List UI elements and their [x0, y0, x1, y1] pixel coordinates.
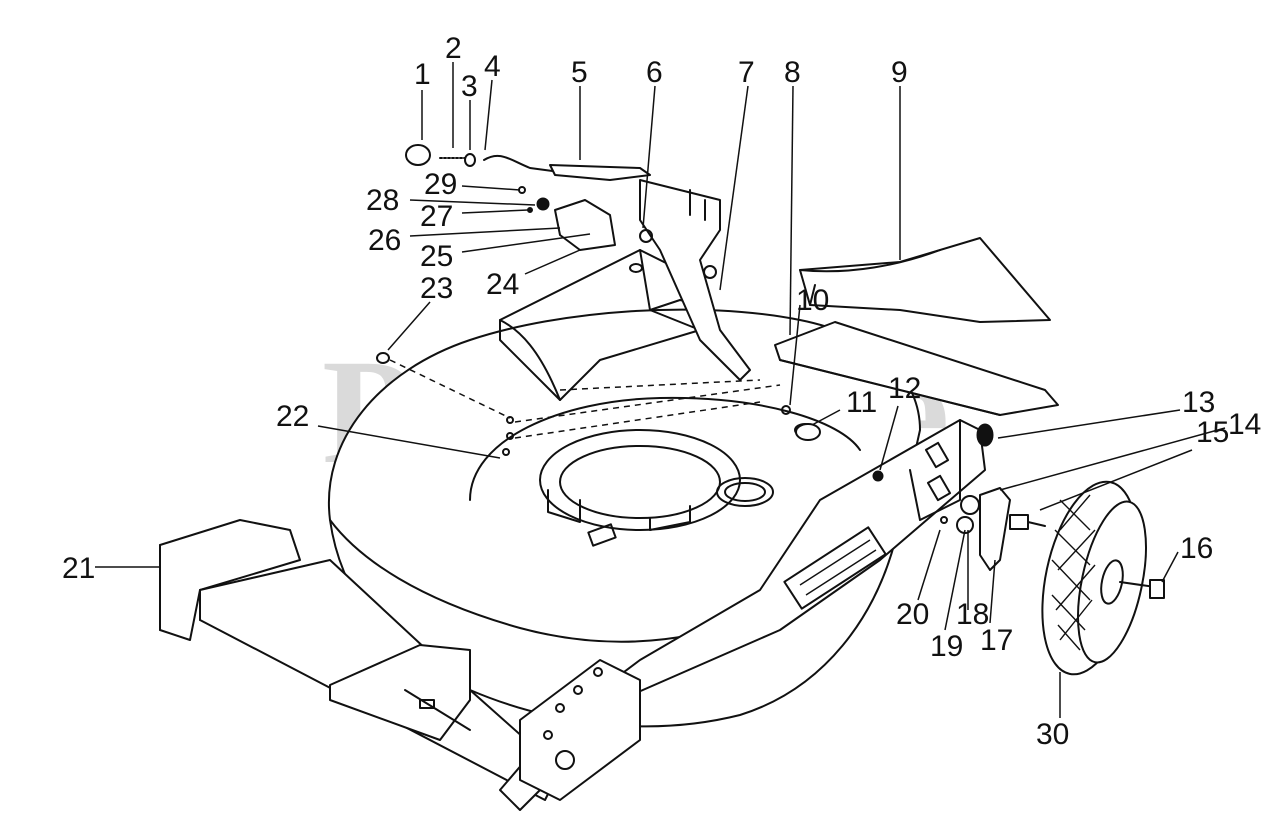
front-baffle	[329, 644, 471, 741]
callout-3: 3	[461, 70, 478, 103]
callout-14: 14	[1228, 408, 1261, 441]
wheel-assembly	[956, 423, 1165, 676]
callout-6: 6	[646, 56, 663, 89]
deflector-plate	[774, 321, 1059, 416]
hardware-fasteners	[376, 352, 948, 524]
side-channel	[499, 419, 986, 811]
callout-26: 26	[368, 224, 401, 257]
callout-13: 13	[1182, 386, 1215, 419]
callout-21: 21	[62, 552, 95, 585]
callout-28: 28	[366, 184, 399, 217]
discharge-chute	[799, 237, 1051, 323]
callout-27: 27	[420, 200, 453, 233]
callout-29: 29	[424, 168, 457, 201]
callout-15: 15	[1196, 416, 1229, 449]
callout-22: 22	[276, 400, 309, 433]
callout-9: 9	[891, 56, 908, 89]
callout-4: 4	[484, 50, 501, 83]
callout-1: 1	[414, 58, 431, 91]
callout-2: 2	[445, 32, 462, 65]
callout-25: 25	[420, 240, 453, 273]
callout-16: 16	[1180, 532, 1213, 565]
assembly-lines	[389, 359, 781, 439]
callout-7: 7	[738, 56, 755, 89]
callout-labels: 1 2 3 4 5 6 7 8 9 10 11 12 13 14 15 16 1…	[62, 32, 1261, 751]
callout-8: 8	[784, 56, 801, 89]
callout-12: 12	[888, 372, 921, 405]
callout-18: 18	[956, 598, 989, 631]
callout-17: 17	[980, 624, 1013, 657]
leader-lines	[95, 62, 1226, 718]
callout-23: 23	[420, 272, 453, 305]
callout-20: 20	[896, 598, 929, 631]
callout-30: 30	[1036, 718, 1069, 751]
callout-24: 24	[486, 268, 519, 301]
callout-10: 10	[796, 284, 829, 317]
callout-11: 11	[846, 386, 877, 419]
callout-5: 5	[571, 56, 588, 89]
callout-19: 19	[930, 630, 963, 663]
